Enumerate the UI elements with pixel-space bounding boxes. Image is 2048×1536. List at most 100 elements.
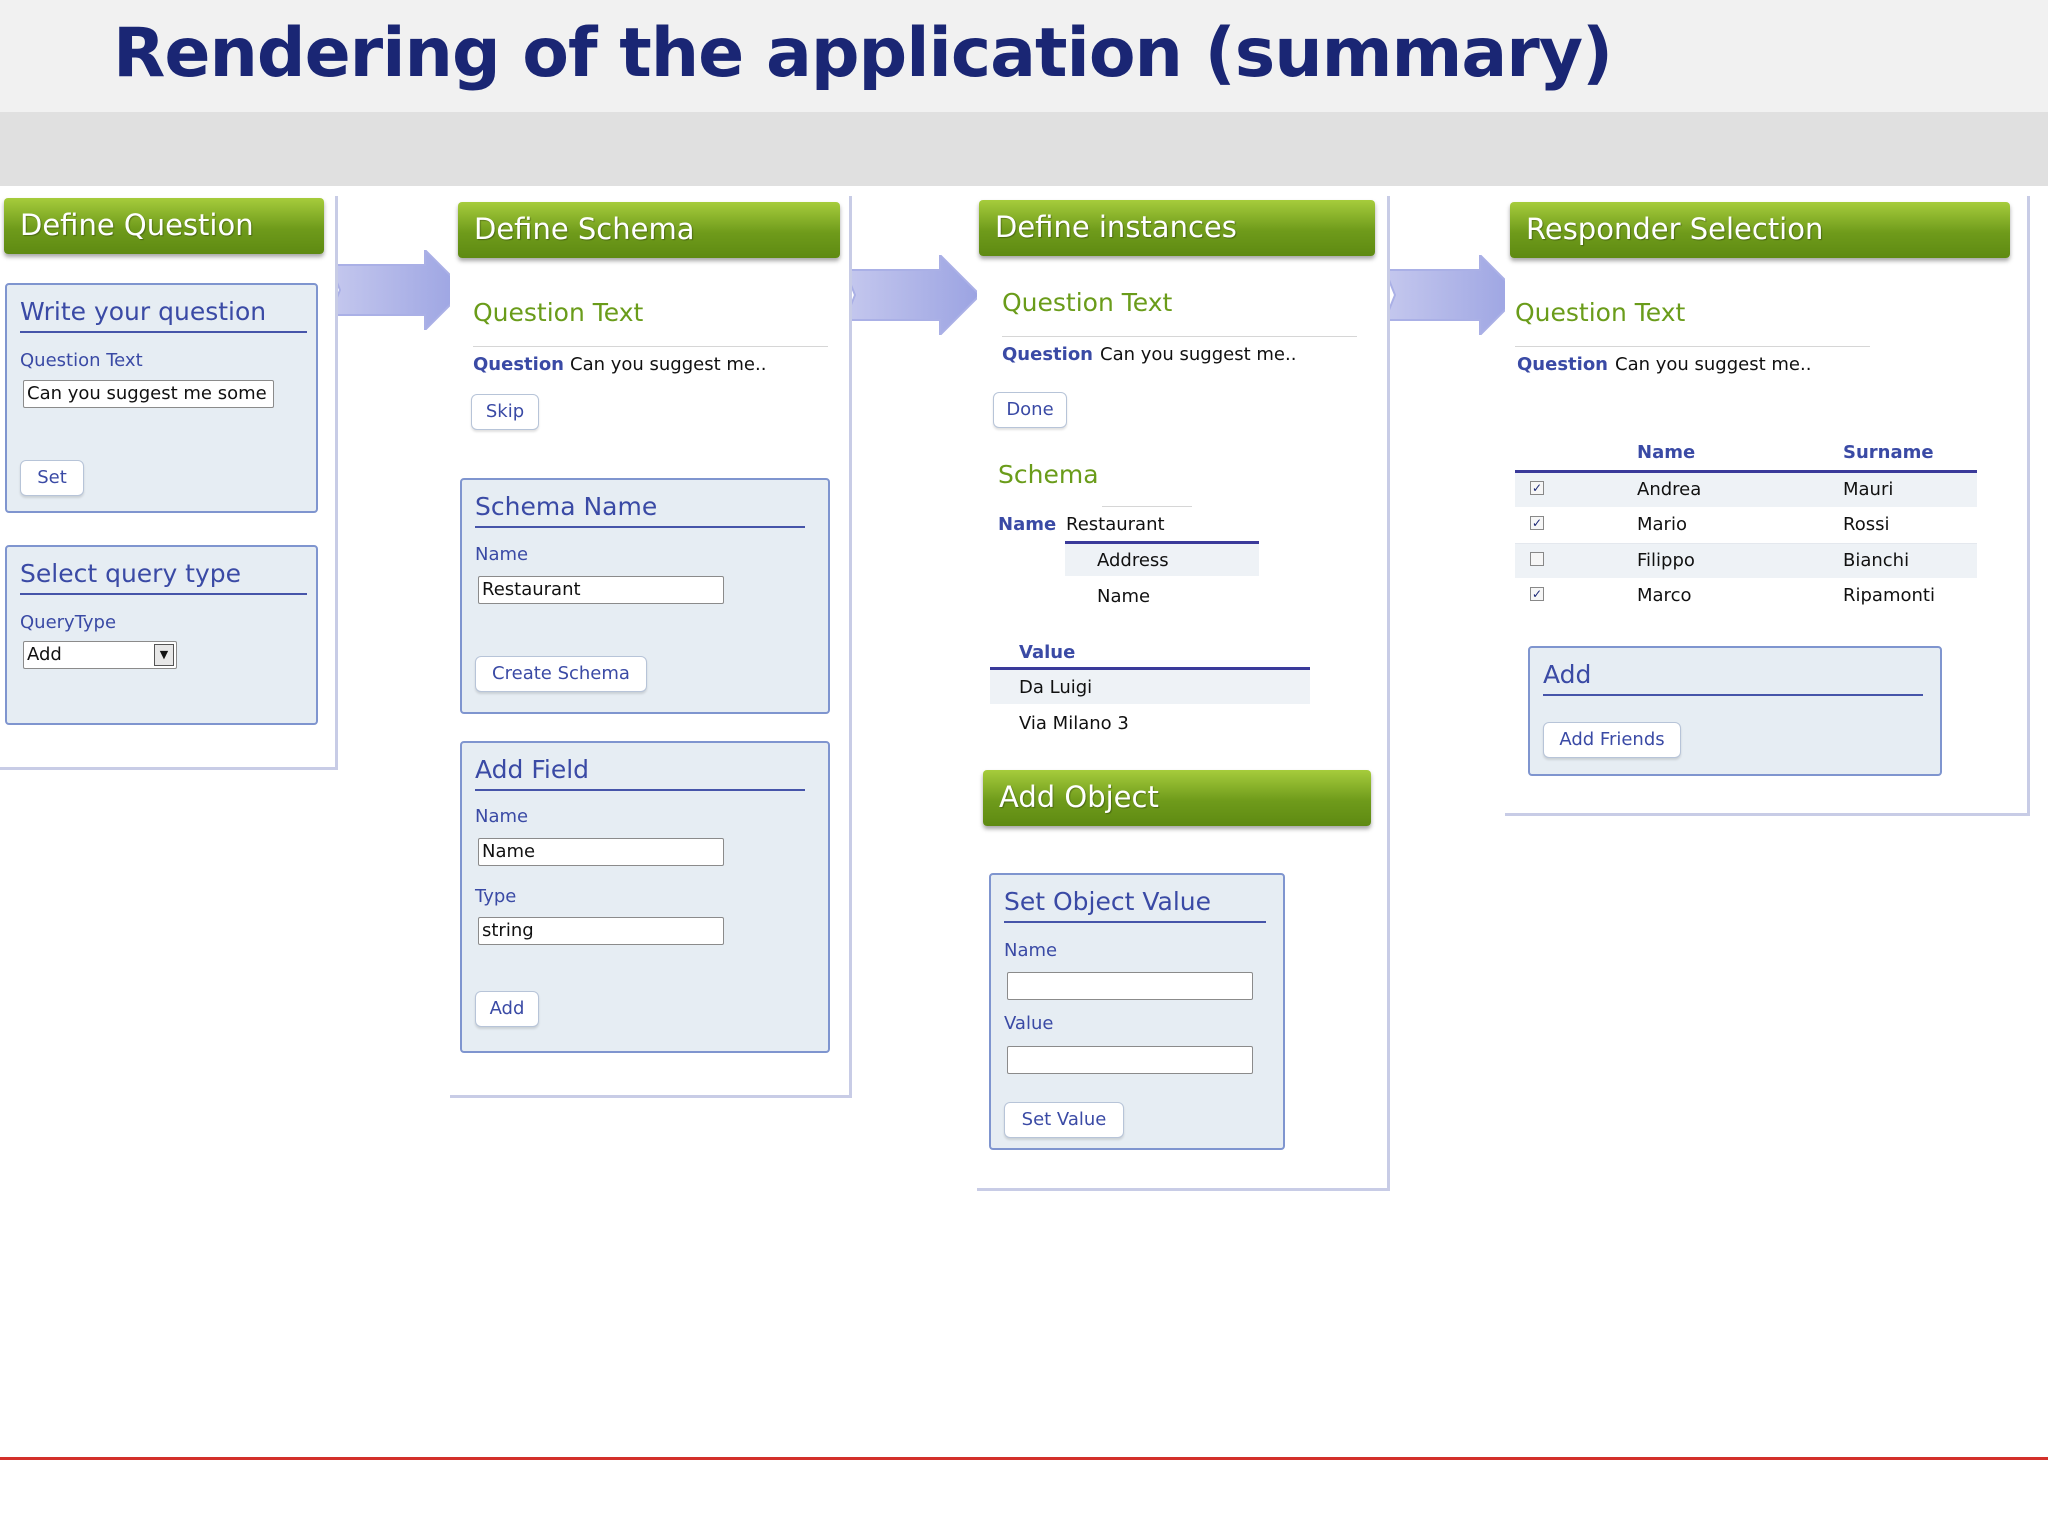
schema-name-value: Restaurant — [1066, 514, 1165, 535]
responder-name: Andrea — [1637, 479, 1702, 500]
write-question-panel: Write your question Question Text Can yo… — [5, 283, 318, 513]
slide-title: Rendering of the application (summary) — [113, 14, 1613, 93]
section-divider — [1102, 506, 1192, 507]
responder-checkbox[interactable] — [1530, 552, 1544, 566]
query-type-panel: Select query type QueryType Add ▼ — [5, 545, 318, 725]
value-divider — [990, 667, 1310, 670]
value-da-luigi: Da Luigi — [1019, 677, 1093, 698]
panel-divider — [475, 789, 805, 791]
field-name-input[interactable]: Name — [478, 838, 724, 866]
add-field-panel: Add Field Name Name Type string Add — [460, 741, 830, 1053]
question-value: Can you suggest me.. — [1615, 354, 1812, 375]
question-text-label: Question Text — [20, 350, 143, 371]
responder-checkbox[interactable]: ✓ — [1530, 481, 1544, 495]
write-question-title: Write your question — [20, 297, 267, 326]
done-button[interactable]: Done — [993, 392, 1067, 428]
panel-divider — [20, 593, 307, 595]
object-name-label: Name — [1004, 940, 1058, 961]
responder-name: Mario — [1637, 514, 1687, 535]
query-type-select[interactable]: Add ▼ — [23, 641, 177, 669]
question-label: Question — [1002, 344, 1093, 365]
question-label: Question — [473, 354, 564, 375]
object-value-input[interactable] — [1007, 1046, 1253, 1074]
define-instances-header: Define instances — [979, 200, 1375, 256]
flow-arrow-icon — [1385, 255, 1522, 335]
define-instances-column: Define instances Question Text Question … — [977, 196, 1390, 1191]
table-header-divider — [1515, 470, 1977, 473]
object-value-label: Value — [1004, 1013, 1054, 1034]
field-address: Address — [1097, 550, 1169, 571]
header-band — [0, 112, 2048, 186]
question-text-input[interactable]: Can you suggest me some — [23, 380, 274, 408]
column-header-name: Name — [1637, 442, 1696, 463]
schema-heading: Schema — [998, 460, 1099, 489]
field-row — [1065, 544, 1259, 576]
dropdown-arrow-icon[interactable]: ▼ — [154, 644, 174, 666]
responder-name: Marco — [1637, 585, 1692, 606]
question-value: Can you suggest me.. — [570, 354, 767, 375]
query-type-title: Select query type — [20, 559, 242, 588]
flow-arrow-icon — [330, 250, 467, 330]
schema-name-input[interactable]: Restaurant — [478, 576, 724, 604]
section-divider — [1515, 346, 1870, 347]
responder-checkbox[interactable]: ✓ — [1530, 516, 1544, 530]
column-header-surname: Surname — [1843, 442, 1934, 463]
responder-surname: Ripamonti — [1843, 585, 1935, 606]
responder-selection-header: Responder Selection — [1510, 202, 2010, 258]
value-row — [990, 670, 1310, 704]
responder-name: Filippo — [1637, 550, 1695, 571]
add-field-title: Add Field — [475, 755, 590, 784]
field-name: Name — [1097, 586, 1151, 607]
add-panel-title: Add — [1543, 660, 1592, 689]
section-divider — [473, 346, 828, 347]
set-object-value-panel: Set Object Value Name Value Set Value — [989, 873, 1285, 1150]
query-type-label: QueryType — [20, 612, 117, 633]
set-value-button[interactable]: Set Value — [1004, 1102, 1124, 1138]
define-schema-column: Define Schema Question Text Question Can… — [450, 196, 852, 1098]
define-question-header: Define Question — [4, 198, 324, 254]
field-type-label: Type — [475, 886, 517, 907]
responder-selection-column: Responder Selection Question Text Questi… — [1505, 196, 2030, 816]
question-text-heading: Question Text — [473, 298, 644, 327]
responder-surname: Mauri — [1843, 479, 1894, 500]
responder-surname: Bianchi — [1843, 550, 1910, 571]
row-divider — [1515, 543, 1977, 544]
flow-arrow-icon — [845, 255, 982, 335]
panel-divider — [20, 331, 307, 333]
add-field-button[interactable]: Add — [475, 991, 539, 1027]
set-button[interactable]: Set — [20, 460, 84, 496]
responder-checkbox[interactable]: ✓ — [1530, 587, 1544, 601]
value-header: Value — [1019, 642, 1076, 663]
panel-divider — [1004, 921, 1266, 923]
section-divider — [1002, 336, 1357, 337]
table-row[interactable] — [1515, 473, 1977, 507]
table-row[interactable] — [1515, 544, 1977, 578]
title-band — [0, 0, 2048, 112]
create-schema-button[interactable]: Create Schema — [475, 656, 647, 692]
question-label: Question — [1517, 354, 1608, 375]
add-object-header: Add Object — [983, 770, 1371, 826]
field-type-input[interactable]: string — [478, 917, 724, 945]
footer-divider — [0, 1457, 2048, 1460]
add-friends-button[interactable]: Add Friends — [1543, 722, 1681, 758]
panel-divider — [475, 526, 805, 528]
schema-name-panel: Schema Name Name Restaurant Create Schem… — [460, 478, 830, 714]
question-text-heading: Question Text — [1515, 298, 1686, 327]
field-name-label: Name — [475, 806, 529, 827]
panel-divider — [1543, 694, 1923, 696]
schema-name-label: Name — [998, 514, 1057, 535]
object-name-input[interactable] — [1007, 972, 1253, 1000]
schema-name-title: Schema Name — [475, 492, 658, 521]
schema-name-label: Name — [475, 544, 529, 565]
add-friends-panel: Add Add Friends — [1528, 646, 1942, 776]
schema-divider — [1065, 541, 1259, 544]
skip-button[interactable]: Skip — [471, 394, 539, 430]
question-value: Can you suggest me.. — [1100, 344, 1297, 365]
value-via-milano: Via Milano 3 — [1019, 713, 1129, 734]
responder-surname: Rossi — [1843, 514, 1890, 535]
set-object-value-title: Set Object Value — [1004, 887, 1212, 916]
question-text-heading: Question Text — [1002, 288, 1173, 317]
define-question-column: Define Question Write your question Ques… — [0, 196, 338, 770]
query-type-value: Add — [27, 644, 62, 665]
define-schema-header: Define Schema — [458, 202, 840, 258]
